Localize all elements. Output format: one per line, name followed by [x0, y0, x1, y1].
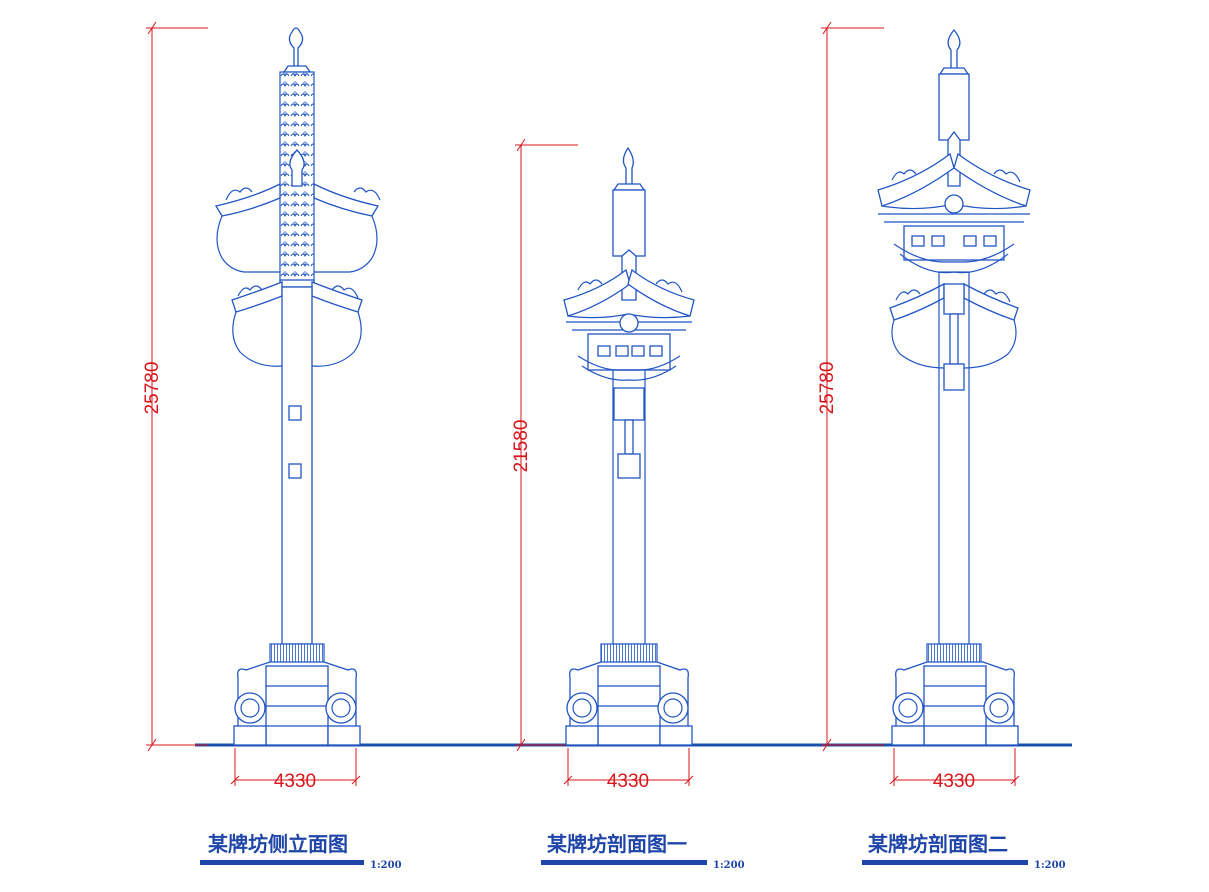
width-label: 4330	[607, 771, 649, 792]
width-dimension-1: 4330	[230, 748, 361, 792]
width-label: 4330	[274, 771, 316, 792]
height-label: 25780	[142, 362, 163, 415]
height-dimension-1: 25780	[142, 21, 208, 752]
drawing-title: 某牌坊侧立面图	[208, 832, 348, 856]
side-elevation-drawing: 25780	[142, 21, 402, 871]
width-label: 4330	[933, 771, 975, 792]
drawing-title: 某牌坊剖面图二	[868, 832, 1008, 856]
width-dimension-2: 4330	[563, 748, 694, 792]
scale-label: 1:200	[713, 860, 745, 871]
height-dimension-3: 25780	[817, 21, 884, 752]
drawing-title: 某牌坊剖面图一	[547, 832, 687, 856]
height-dimension-2: 21580	[511, 138, 578, 752]
scale-label: 1:200	[370, 860, 402, 871]
section-one-drawing: 21580	[511, 138, 745, 871]
height-label: 21580	[511, 420, 532, 473]
width-dimension-3: 4330	[889, 748, 1020, 792]
scale-label: 1:200	[1034, 860, 1066, 871]
height-label: 25780	[817, 362, 838, 415]
section-two-drawing: 25780	[817, 21, 1066, 871]
